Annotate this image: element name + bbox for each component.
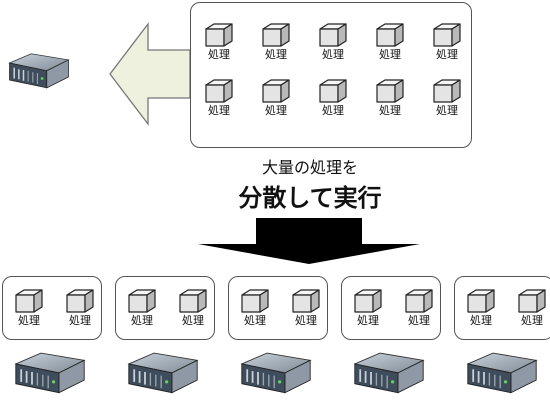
process-box-icon	[370, 78, 410, 104]
process-task: 処理	[256, 78, 296, 122]
worker-server-icon	[14, 348, 86, 400]
process-label: 処理	[18, 314, 40, 327]
process-label: 処理	[521, 314, 543, 327]
process-box-icon	[199, 78, 239, 104]
process-label: 処理	[436, 104, 458, 117]
process-task: 処理	[348, 288, 388, 332]
process-box-icon	[399, 288, 439, 314]
process-task: 処理	[512, 288, 550, 332]
process-label: 処理	[322, 104, 344, 117]
process-task: 処理	[399, 288, 439, 332]
process-box-icon	[256, 22, 296, 48]
process-box-icon	[348, 288, 388, 314]
central-server-icon	[8, 48, 70, 96]
process-box-icon	[461, 288, 501, 314]
process-task: 処理	[461, 288, 501, 332]
process-label: 処理	[244, 314, 266, 327]
process-box-icon	[122, 288, 162, 314]
process-label: 処理	[131, 314, 153, 327]
process-task: 処理	[286, 288, 326, 332]
process-label: 処理	[182, 314, 204, 327]
process-task: 処理	[122, 288, 162, 332]
process-task: 処理	[427, 22, 467, 66]
caption-line-1: 大量の処理を	[261, 158, 358, 177]
process-task: 処理	[235, 288, 275, 332]
process-task: 処理	[60, 288, 100, 332]
process-task: 処理	[370, 22, 410, 66]
process-label: 処理	[408, 314, 430, 327]
process-box-icon	[427, 22, 467, 48]
process-box-icon	[286, 288, 326, 314]
process-box-icon	[9, 288, 49, 314]
process-label: 処理	[379, 104, 401, 117]
process-box-icon	[427, 78, 467, 104]
process-task: 処理	[370, 78, 410, 122]
process-box-icon	[313, 78, 353, 104]
process-box-icon	[60, 288, 100, 314]
left-arrow-icon	[109, 22, 191, 126]
process-label: 処理	[208, 48, 230, 61]
process-label: 処理	[322, 48, 344, 61]
process-label: 処理	[208, 104, 230, 117]
process-task: 処理	[313, 22, 353, 66]
process-task: 処理	[9, 288, 49, 332]
caption-line-2: 分散して実行	[238, 184, 382, 212]
process-box-icon	[313, 22, 353, 48]
process-label: 処理	[470, 314, 492, 327]
process-box-icon	[235, 288, 275, 314]
process-label: 処理	[69, 314, 91, 327]
worker-server-icon	[353, 348, 425, 400]
process-label: 処理	[357, 314, 379, 327]
process-task: 処理	[199, 22, 239, 66]
process-label: 処理	[265, 48, 287, 61]
process-label: 処理	[436, 48, 458, 61]
process-task: 処理	[313, 78, 353, 122]
process-box-icon	[370, 22, 410, 48]
process-task: 処理	[199, 78, 239, 122]
worker-server-icon	[240, 348, 312, 400]
worker-server-icon	[127, 348, 199, 400]
process-box-icon	[173, 288, 213, 314]
process-label: 処理	[265, 104, 287, 117]
process-box-icon	[199, 22, 239, 48]
process-box-icon	[512, 288, 550, 314]
worker-server-icon	[466, 348, 538, 400]
process-label: 処理	[379, 48, 401, 61]
down-arrow-icon	[198, 218, 420, 264]
process-label: 処理	[295, 314, 317, 327]
process-task: 処理	[173, 288, 213, 332]
process-box-icon	[256, 78, 296, 104]
process-task: 処理	[256, 22, 296, 66]
process-task: 処理	[427, 78, 467, 122]
